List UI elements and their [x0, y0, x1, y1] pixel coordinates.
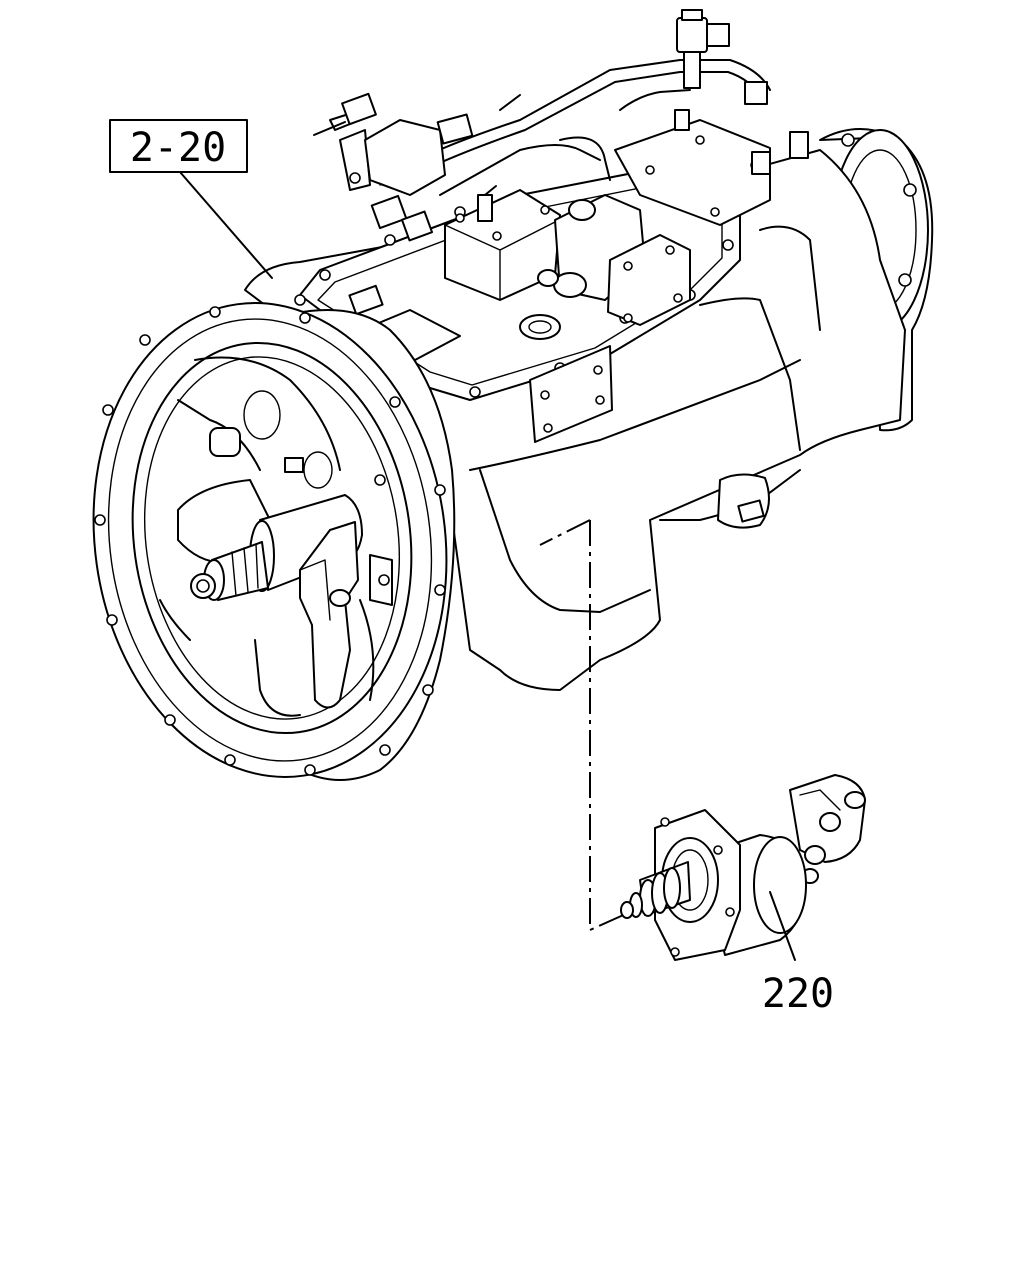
clutch-booster	[620, 774, 866, 961]
release-fork	[299, 521, 393, 709]
left-fittings	[313, 92, 474, 242]
reference-box	[109, 119, 248, 173]
right-cover-block	[607, 234, 691, 326]
part-callout: 220	[762, 891, 834, 1017]
reference-leader	[179, 171, 273, 279]
side-bracket	[529, 345, 613, 443]
inner-housing	[159, 356, 375, 717]
transmission-assembly	[92, 9, 934, 781]
rear-top-cover	[614, 109, 809, 226]
drain-plug	[717, 473, 770, 529]
assembly-line	[539, 519, 631, 932]
reference-label: 2-20	[130, 125, 226, 171]
air-valve	[676, 9, 768, 105]
part-leader	[769, 891, 796, 961]
filler-port	[519, 314, 561, 340]
input-shaft	[190, 494, 363, 601]
reference-callout: 2-20	[109, 119, 273, 279]
part-label: 220	[762, 971, 834, 1017]
